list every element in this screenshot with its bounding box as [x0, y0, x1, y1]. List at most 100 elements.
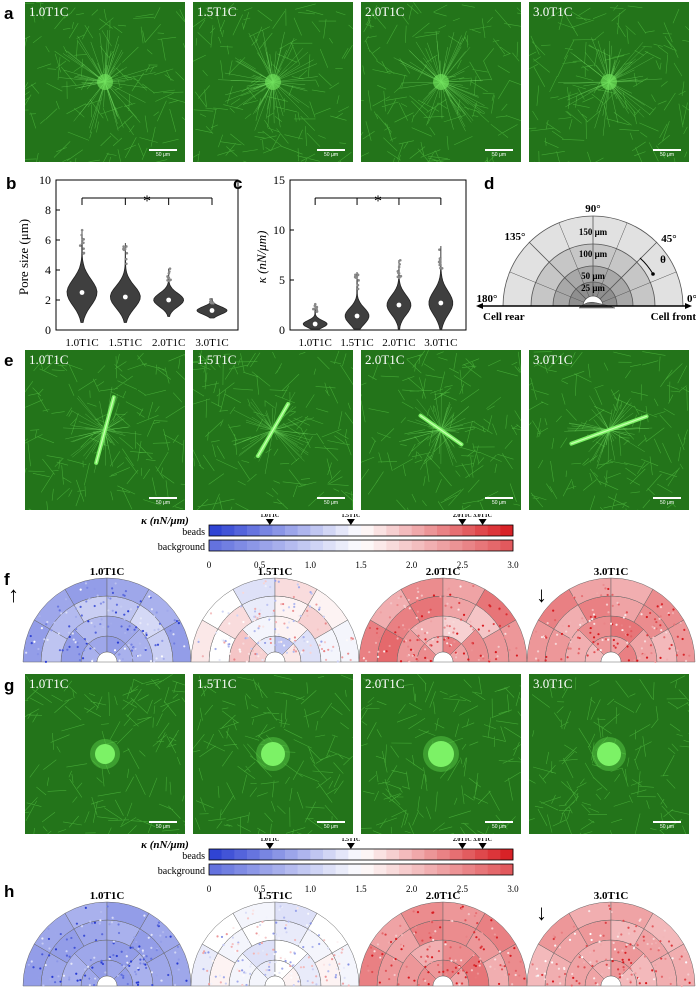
scale-bar: 50 μm	[317, 149, 345, 158]
polar-heatmap-f-1	[22, 577, 192, 663]
micrograph-label: 1.0T1C	[29, 352, 69, 367]
micrograph-g-4: 3.0T1C 50 μm	[529, 674, 689, 834]
colorbar-tick: 1.5	[355, 884, 367, 894]
polar-heatmap-h-2	[190, 901, 360, 987]
colorbar-marker	[478, 843, 487, 849]
scale-bar: 50 μm	[149, 497, 177, 506]
colorbar-marker-label: 1.5T1C	[341, 514, 360, 519]
colorbar-marker-label: 1.5T1C	[341, 838, 360, 843]
colorbar-tick: 2.5	[457, 884, 469, 894]
y-tick-label: 15	[273, 173, 285, 187]
colorbar-marker-label: 2.0T1C	[453, 514, 472, 519]
colorbar-marker-label: 1.0T1C	[260, 514, 279, 519]
polar-sector	[667, 619, 696, 663]
colorbar-marker-label: 3.0T1C	[473, 838, 492, 843]
scale-bar: 50 μm	[149, 821, 177, 830]
polar-heatmap-h-4	[526, 901, 696, 988]
panel-label-a: a	[4, 4, 14, 23]
arrow-down: ↓	[536, 900, 547, 925]
fiber-texture	[25, 350, 185, 510]
arrow-down: ↓	[536, 582, 547, 607]
y-axis-label: Pore size (μm)	[16, 219, 31, 295]
fiber-texture	[361, 674, 521, 834]
violin-2.0T1C	[153, 268, 185, 317]
violin-1.0T1C	[66, 229, 98, 323]
x-tick-label: 3.0T1C	[195, 337, 228, 349]
fiber-texture	[25, 2, 185, 162]
x-tick-label: 1.0T1C	[298, 337, 331, 349]
x-tick-label: 1.5T1C	[340, 337, 373, 349]
colorbar-marker	[265, 843, 274, 849]
y-tick-label: 8	[45, 203, 51, 217]
polar-title: 1.5T1C	[257, 890, 293, 902]
micrograph-label: 3.0T1C	[533, 676, 573, 691]
colorbar-marker-label: 1.0T1C	[260, 838, 279, 843]
violin-1.5T1C	[344, 271, 370, 330]
polar-title: 3.0T1C	[593, 890, 629, 902]
colorbar-marker	[346, 519, 355, 525]
median-3.0T1C	[209, 308, 215, 313]
polar-sector	[163, 943, 192, 987]
scale-bar: 50 μm	[317, 497, 345, 506]
x-tick-label: 1.0T1C	[65, 337, 98, 349]
fiber-texture	[529, 350, 689, 510]
y-axis-label: κ (nN/μm)	[254, 231, 269, 284]
colorbar-marker	[458, 843, 467, 849]
panel-label-e: e	[4, 351, 14, 370]
colorbar-tick: 1.0	[305, 884, 317, 894]
y-tick-label: 2	[45, 293, 51, 307]
scale-bar: 50 μm	[485, 149, 513, 158]
fiber-texture	[529, 2, 689, 162]
colorbar-marker	[478, 519, 487, 525]
micrograph-label: 2.0T1C	[365, 4, 405, 19]
scale-bar: 50 μm	[317, 821, 345, 830]
significance-star: *	[143, 193, 151, 210]
x-tick-label: 2.0T1C	[382, 337, 415, 349]
y-tick-label: 4	[45, 263, 51, 277]
y-tick-label: 5	[279, 273, 285, 287]
significance-star: *	[374, 193, 382, 210]
median-2.0T1C	[396, 302, 402, 308]
colorbar-tick: 1.0	[305, 560, 317, 570]
colorbar-tick: 2.5	[457, 560, 469, 570]
colorbar-marker	[346, 843, 355, 849]
polar-title: 2.0T1C	[425, 566, 461, 578]
radius-50: 50 μm	[581, 271, 605, 281]
colorbar-tick: 3.0	[507, 884, 519, 894]
arrow-up: ↑	[8, 582, 19, 607]
cell-front-label: Cell front	[651, 311, 696, 323]
colorbar-tick: 0.5	[254, 884, 266, 894]
colorbar-row-background: background	[158, 866, 205, 877]
micrograph-g-3: 2.0T1C 50 μm	[361, 674, 521, 834]
colorbar-row-beads: beads	[182, 527, 205, 538]
angle-135: 135°	[505, 231, 526, 243]
polar-heatmap-f-2	[190, 577, 360, 663]
polar-heatmap-f-3	[358, 577, 528, 663]
theta-label: θ	[660, 254, 666, 266]
scale-bar: 50 μm	[485, 821, 513, 830]
polar-sector	[331, 943, 360, 987]
angle-0: 0°	[687, 293, 696, 305]
colorbar-marker	[265, 519, 274, 525]
x-tick-label: 1.5T1C	[109, 337, 142, 349]
radius-100: 100 μm	[579, 249, 608, 259]
angle-90: 90°	[585, 203, 600, 215]
polar-heatmap-h-1	[22, 901, 192, 987]
scale-bar: 50 μm	[485, 497, 513, 506]
micrograph-label: 2.0T1C	[365, 676, 405, 691]
y-tick-label: 10	[273, 223, 285, 237]
y-tick-label: 0	[279, 323, 285, 337]
polar-title: 1.0T1C	[89, 566, 125, 578]
scale-bar: 50 μm	[653, 497, 681, 506]
panel-label-g: g	[4, 676, 15, 695]
scale-bar: 50 μm	[653, 821, 681, 830]
panel-label-f: f	[4, 570, 10, 589]
fiber-texture	[361, 350, 521, 510]
